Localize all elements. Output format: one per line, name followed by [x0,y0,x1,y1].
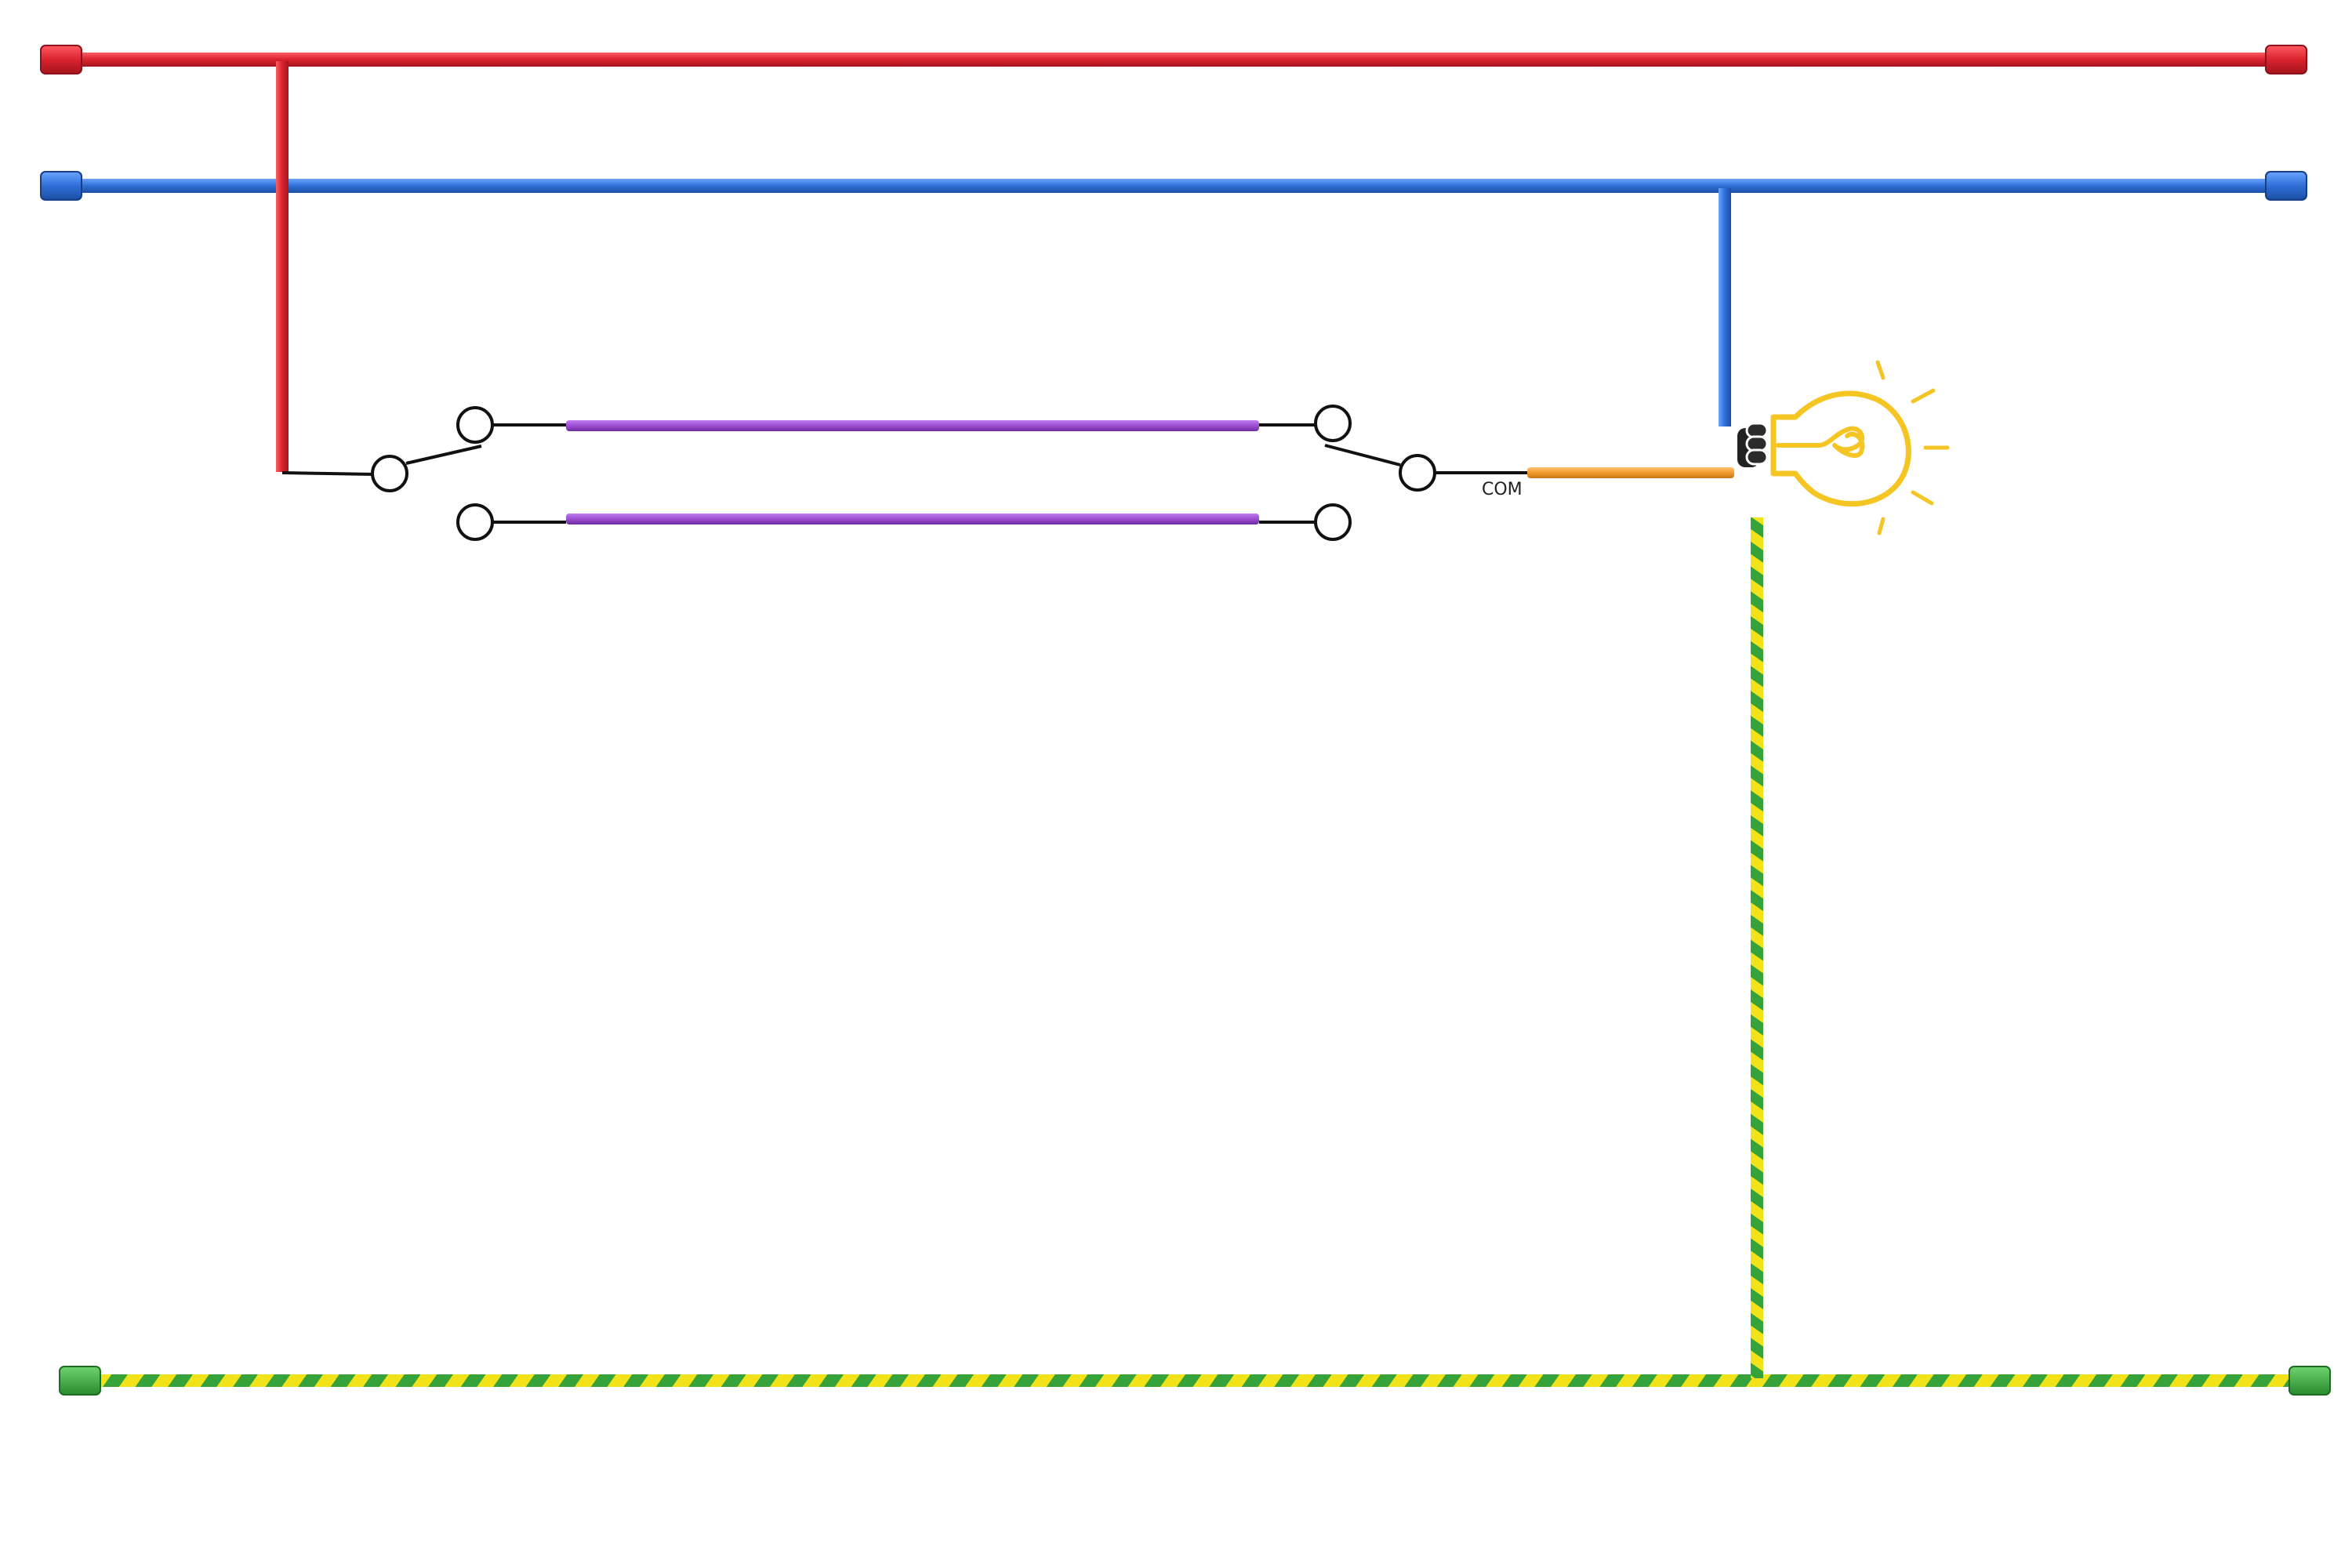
earth-drop-wire [1751,517,1763,1378]
switch-2-top-terminal [1314,405,1352,442]
switch-2 [1259,405,1529,541]
switch-2-lever [1324,444,1401,466]
traveler-wire-top [566,420,1259,431]
switch-1-bottom-terminal [456,503,494,541]
earth-bus-wire [93,1374,2303,1387]
earth-bus-right-terminal [2288,1366,2331,1396]
switch-1-top-terminal [456,406,494,444]
switch-1-feed-line [281,471,375,476]
switch-1 [281,406,566,541]
switch-2-bottom-terminal [1314,503,1352,541]
light-bulb-icon [1737,360,1950,535]
live-bus-wire [74,53,2293,67]
live-bus-left-terminal [40,45,82,74]
neutral-bus-right-terminal [2265,171,2307,201]
live-drop-wire [276,61,289,472]
bulb-filament [1776,426,1865,459]
neutral-bus [40,171,2307,426]
traveler-wire-bottom [566,514,1259,524]
live-drop-wire-crossing [276,172,289,199]
switch-2-common-terminal [1399,454,1436,492]
com-label: COM [1482,480,1523,499]
earth-bus [59,517,2331,1396]
live-bus [40,45,2307,472]
earth-bus-left-terminal [59,1366,101,1396]
bulb-rays [1875,360,1950,535]
bulb-base-threads [1745,422,1769,466]
switch-1-lever [405,445,482,465]
switch-1-common-terminal [371,455,408,492]
neutral-drop-wire [1719,188,1731,426]
traveler-wires [566,420,1259,524]
neutral-bus-left-terminal [40,171,82,201]
neutral-bus-wire [74,179,2293,193]
switched-live-wire [1527,467,1734,478]
live-bus-right-terminal [2265,45,2307,74]
